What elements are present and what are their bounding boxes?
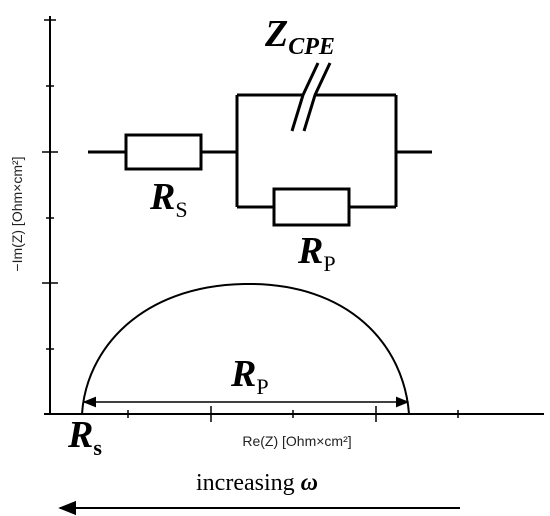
rp-circuit-label: RP	[297, 230, 336, 276]
rp-resistor	[272, 187, 351, 227]
rs-resistor	[124, 133, 203, 171]
rs-circuit-label: RS	[149, 176, 188, 222]
cpe-element-right	[302, 62, 332, 132]
frequency-direction-label: increasing ω	[196, 470, 318, 496]
y-axis-ticks	[42, 19, 58, 350]
x-axis-label: Re(Z) [Ohm×cm²]	[242, 433, 351, 449]
rp-plot-label: RP	[230, 353, 269, 399]
cpe-label: ZCPE	[264, 13, 335, 60]
x-axis-ticks	[127, 406, 459, 422]
equivalent-circuit	[88, 62, 432, 227]
impedance-arc	[81, 282, 410, 415]
y-axis-label: −Im(Z) [Ohm×cm²]	[9, 156, 25, 271]
rs-plot-label: Rs	[67, 414, 102, 460]
cpe-element-left	[290, 62, 320, 132]
